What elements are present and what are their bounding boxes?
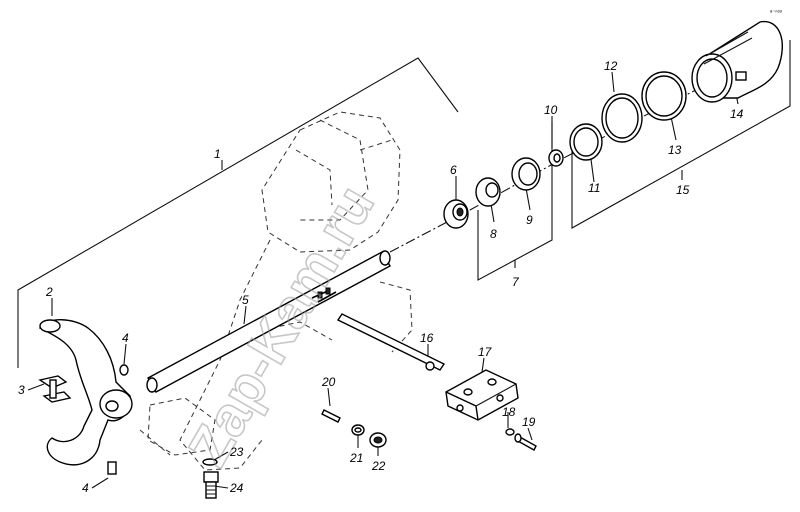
callout-12: 12: [604, 59, 618, 73]
shift-rod: [146, 250, 391, 393]
o-ring-small: [569, 123, 603, 161]
callout-3: 3: [18, 383, 25, 397]
callout-14: 14: [730, 107, 744, 121]
callout-16: 16: [420, 331, 434, 345]
corner-mark: ᵃ⁻ⁿᵒᵒ: [770, 9, 783, 16]
pin: [321, 409, 341, 423]
callout-15: 15: [676, 183, 690, 197]
locking-screws: [107, 364, 129, 475]
breather-fitting: [202, 458, 219, 499]
piston: [475, 177, 501, 207]
callout-4a: 4: [122, 331, 129, 345]
callout-9: 9: [526, 213, 533, 227]
valve-body: [445, 369, 519, 421]
o-ring-large: [641, 71, 687, 121]
callout-24: 24: [229, 481, 244, 495]
callout-labels: 1 2 3 4 4 5 6 7 8 9 10 11 12 13 14 15 16…: [18, 59, 744, 495]
callout-11: 11: [588, 181, 600, 195]
callout-23: 23: [229, 445, 244, 459]
callout-21: 21: [349, 451, 363, 465]
nut: [548, 149, 564, 167]
clip-part: [38, 375, 72, 403]
shift-fork: [38, 319, 133, 466]
ring-large: [601, 93, 643, 143]
cylinder: [691, 20, 783, 103]
callout-2: 2: [45, 285, 53, 299]
washer-and-plug: [351, 424, 387, 448]
callout-5: 5: [242, 293, 249, 307]
callout-8: 8: [490, 227, 497, 241]
callout-13: 13: [668, 143, 682, 157]
callout-20: 20: [321, 375, 336, 389]
callout-10: 10: [544, 103, 558, 117]
callout-18: 18: [502, 405, 516, 419]
callout-4b: 4: [82, 481, 89, 495]
callout-1: 1: [214, 147, 221, 161]
bolts: [505, 428, 537, 451]
callout-17: 17: [478, 345, 493, 359]
callout-19: 19: [522, 415, 536, 429]
bushing: [443, 199, 469, 229]
pin-rod: [336, 313, 446, 371]
callout-7: 7: [512, 275, 520, 289]
seal-ring: [511, 157, 541, 191]
callout-6: 6: [450, 163, 457, 177]
callout-22: 22: [371, 459, 386, 473]
